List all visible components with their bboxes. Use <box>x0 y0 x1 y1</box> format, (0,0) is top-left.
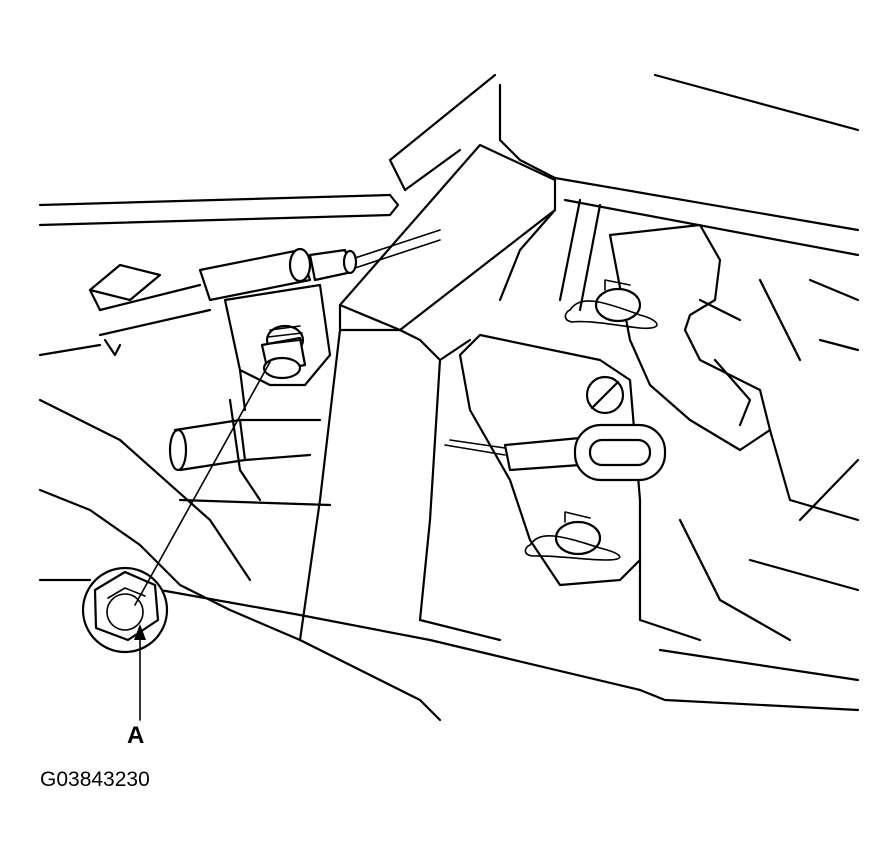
background-structure <box>38 73 860 722</box>
shift-cable <box>88 229 441 357</box>
callout-label: A <box>127 722 144 749</box>
selector-lever <box>444 333 667 587</box>
cable-bracket <box>223 283 332 412</box>
nut-a <box>81 566 169 654</box>
figure-code: G03843230 <box>40 768 150 791</box>
callout-arrowhead <box>134 624 146 640</box>
lower-clip <box>524 511 621 561</box>
upper-clip <box>564 279 658 330</box>
vertical-bracket <box>298 143 602 642</box>
lower-linkage <box>168 398 322 502</box>
leader-line-stud <box>134 361 271 606</box>
detent-plate <box>608 223 860 642</box>
